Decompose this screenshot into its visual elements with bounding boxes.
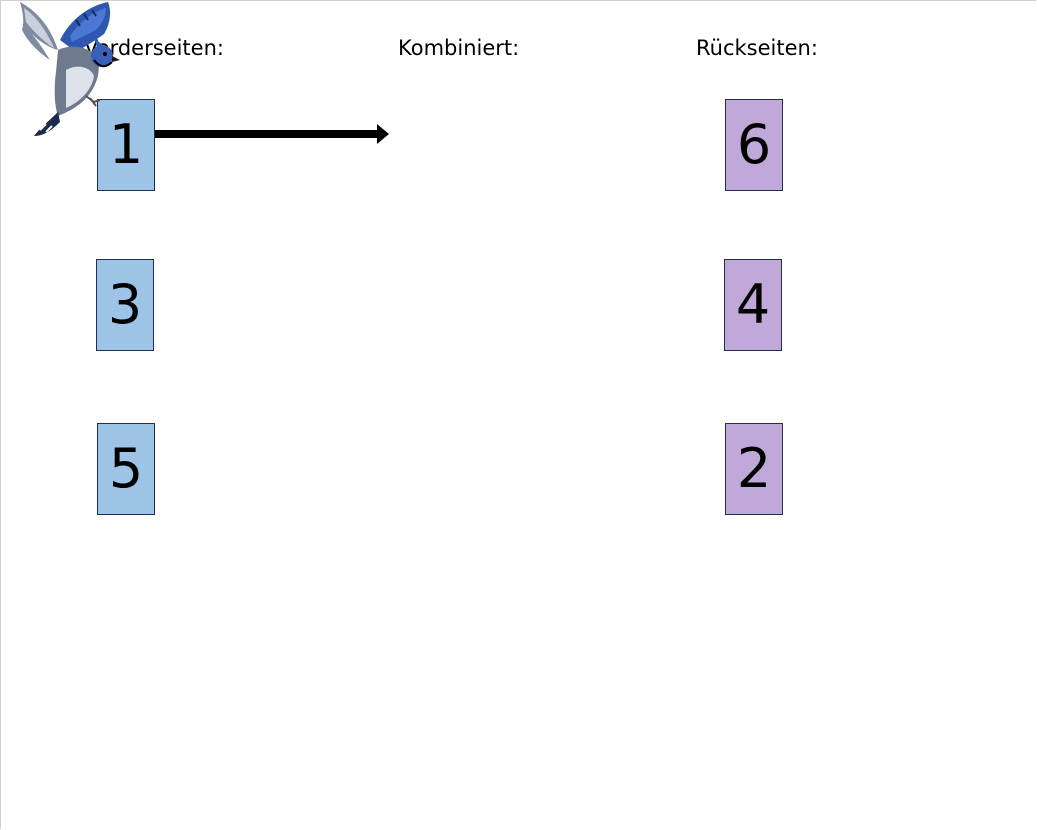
right-arrow-icon	[155, 124, 389, 144]
back-card-2: 4	[724, 259, 782, 351]
front-card-1: 1	[97, 99, 155, 191]
back-card-1: 6	[725, 99, 783, 191]
blue-jay-bird-icon	[20, 2, 120, 136]
back-card-3: 2	[725, 423, 783, 515]
back-pages-heading: Rückseiten:	[696, 36, 818, 60]
combined-heading: Kombiniert:	[398, 36, 520, 60]
front-card-3: 5	[97, 423, 155, 515]
front-card-2: 3	[96, 259, 154, 351]
